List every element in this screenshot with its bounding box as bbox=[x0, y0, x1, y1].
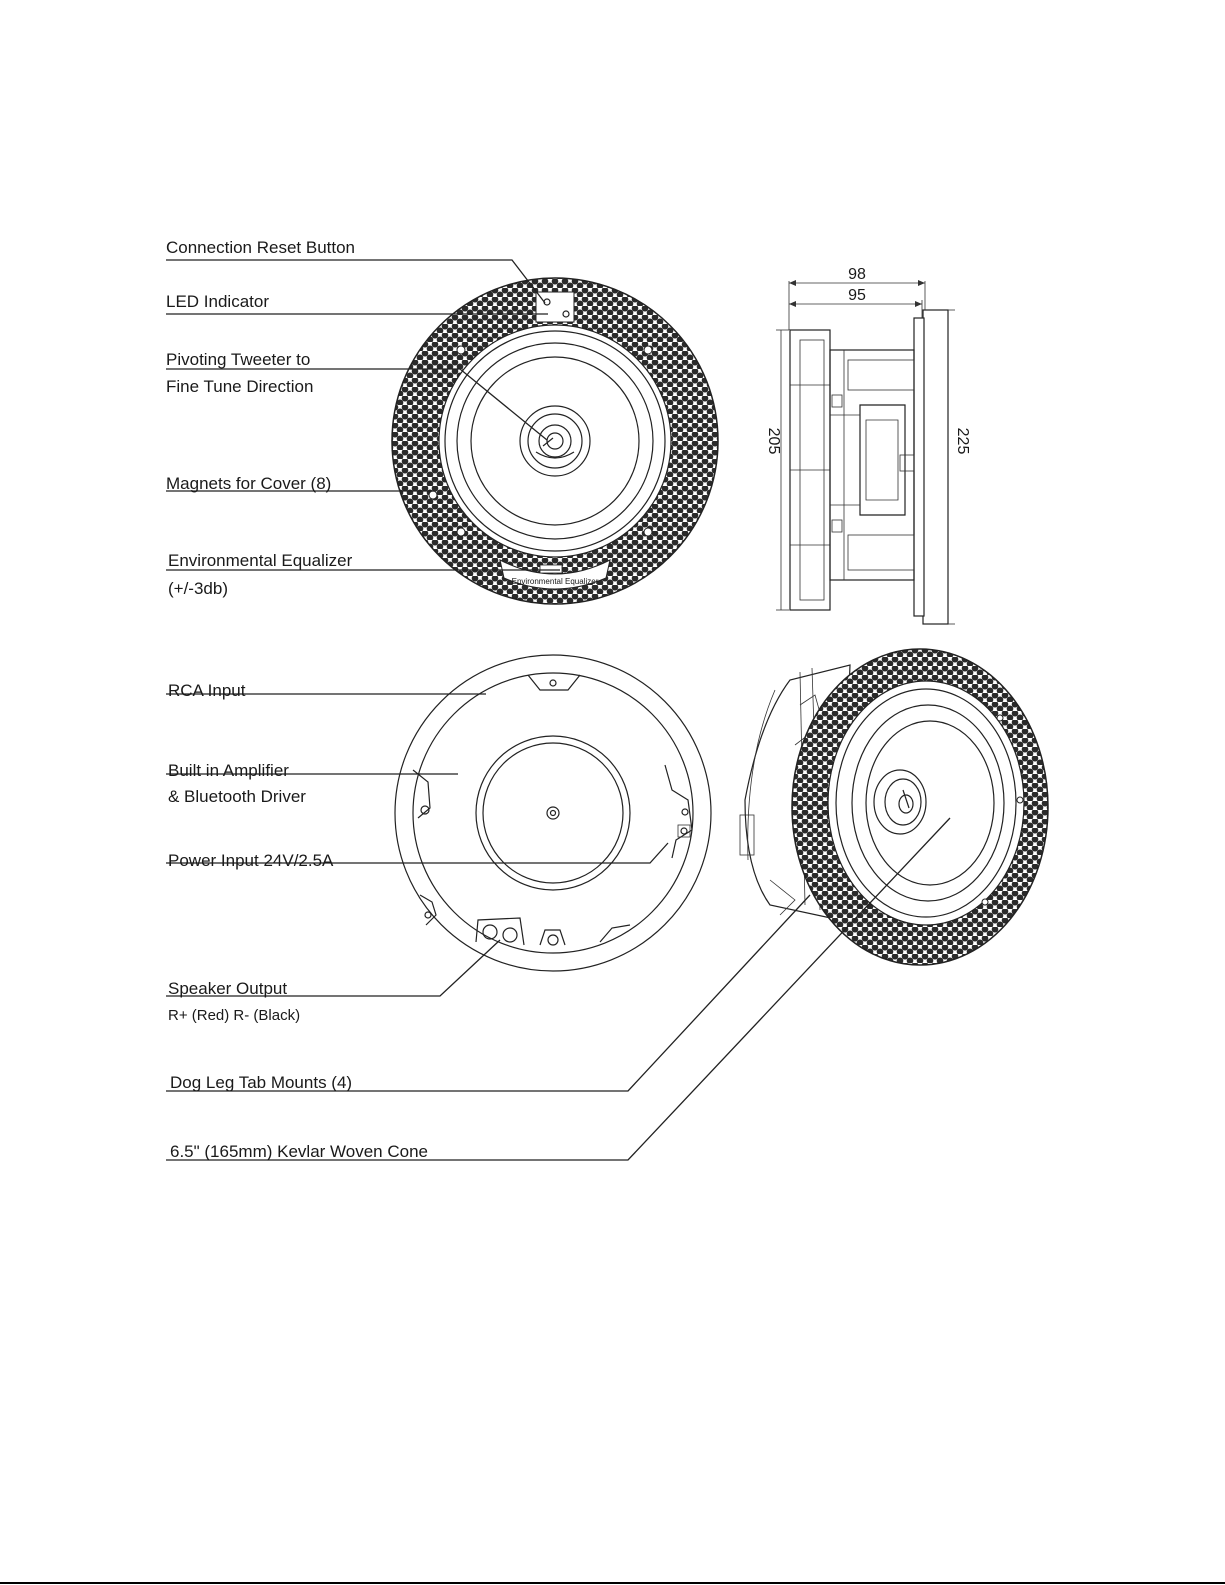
label-eq-line2: (+/-3db) bbox=[168, 579, 228, 598]
label-kevlar-cone: 6.5" (165mm) Kevlar Woven Cone bbox=[170, 1142, 428, 1161]
dim-inner-width: 95 bbox=[848, 287, 866, 304]
eq-panel-text: Environmental Equalizer bbox=[512, 577, 599, 586]
dim-body-height: 205 bbox=[765, 428, 782, 455]
speaker-terminals bbox=[475, 917, 525, 946]
dim-outer-width: 98 bbox=[848, 266, 866, 283]
leader-lines bbox=[166, 259, 951, 1161]
label-power-input: Power Input 24V/2.5A bbox=[168, 851, 334, 870]
perspective-view-speaker bbox=[739, 648, 1049, 966]
callout-labels: Connection Reset Button LED Indicator Pi… bbox=[166, 238, 428, 1161]
reset-led-cluster bbox=[535, 291, 575, 323]
side-view-speaker bbox=[789, 309, 949, 625]
back-mount-tabs bbox=[412, 674, 693, 946]
label-magnets: Magnets for Cover (8) bbox=[166, 474, 331, 493]
label-led-indicator: LED Indicator bbox=[166, 292, 269, 311]
label-amp-line2: & Bluetooth Driver bbox=[168, 787, 306, 806]
dimension-lines bbox=[776, 280, 955, 625]
label-eq-line1: Environmental Equalizer bbox=[168, 551, 353, 570]
eq-switch-area: Environmental Equalizer bbox=[499, 559, 611, 590]
label-rca-input: RCA Input bbox=[168, 681, 246, 700]
back-view-speaker bbox=[394, 654, 712, 972]
label-dog-leg-tabs: Dog Leg Tab Mounts (4) bbox=[170, 1073, 352, 1092]
label-speaker-polarity: R+ (Red) R- (Black) bbox=[168, 1007, 300, 1024]
front-view-speaker: Environmental Equalizer bbox=[391, 277, 719, 605]
dim-flange-height: 225 bbox=[954, 428, 971, 455]
label-reset-button: Connection Reset Button bbox=[166, 238, 355, 257]
label-tweeter-line2: Fine Tune Direction bbox=[166, 377, 313, 396]
label-speaker-output: Speaker Output bbox=[168, 979, 287, 998]
page-bottom-rule bbox=[0, 1582, 1225, 1584]
label-amp-line1: Built in Amplifier bbox=[168, 761, 289, 780]
label-tweeter-line1: Pivoting Tweeter to bbox=[166, 350, 310, 369]
